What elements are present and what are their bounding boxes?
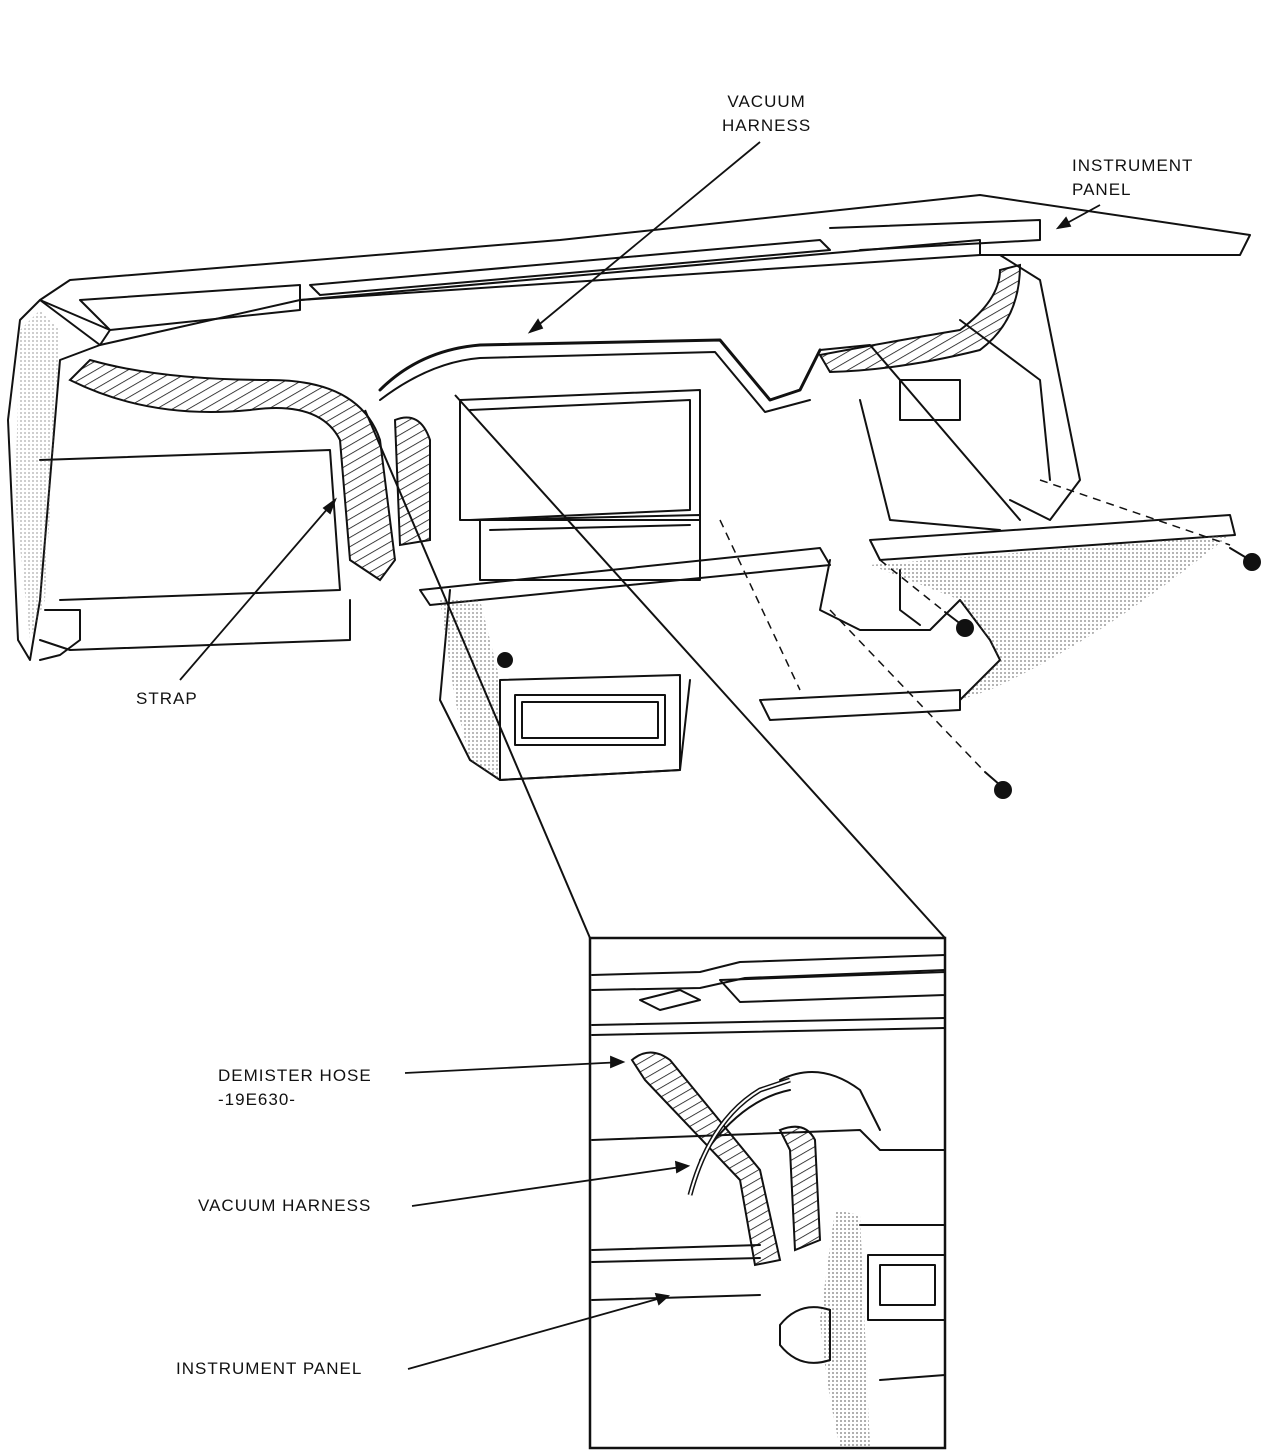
screw-lower <box>984 771 1012 799</box>
leader-lines <box>179 141 1101 1370</box>
label-demister-hose-line1: DEMISTER HOSE <box>218 1066 372 1085</box>
screws <box>497 547 1261 799</box>
zoom-callout-lines <box>364 394 946 939</box>
screw-right-middle <box>944 611 974 637</box>
corrugated-ducts <box>68 263 1022 582</box>
label-instrument-panel-inset: INSTRUMENT PANEL <box>176 1359 363 1378</box>
label-demister-hose-part-number: -19E630- <box>218 1090 296 1109</box>
screw-center <box>497 652 513 668</box>
inset-detail-view <box>588 936 947 1450</box>
label-vacuum-harness-inset: VACUUM HARNESS <box>198 1196 372 1215</box>
label-strap: STRAP <box>136 689 198 708</box>
label-instrument-panel-top-line2: PANEL <box>1072 180 1132 199</box>
label-vacuum-harness-top-line1: VACUUM <box>727 92 806 111</box>
label-vacuum-harness-top-line2: HARNESS <box>722 116 812 135</box>
stipple-shading <box>15 310 1230 780</box>
label-instrument-panel-top: INSTRUMENT PANEL <box>1072 154 1193 202</box>
alignment-lines <box>719 479 1231 773</box>
label-vacuum-harness-top: VACUUM HARNESS <box>722 90 811 138</box>
label-instrument-panel-top-line1: INSTRUMENT <box>1072 156 1194 175</box>
screw-right-upper <box>1229 547 1261 571</box>
label-demister-hose: DEMISTER HOSE -19E630- <box>218 1064 372 1112</box>
